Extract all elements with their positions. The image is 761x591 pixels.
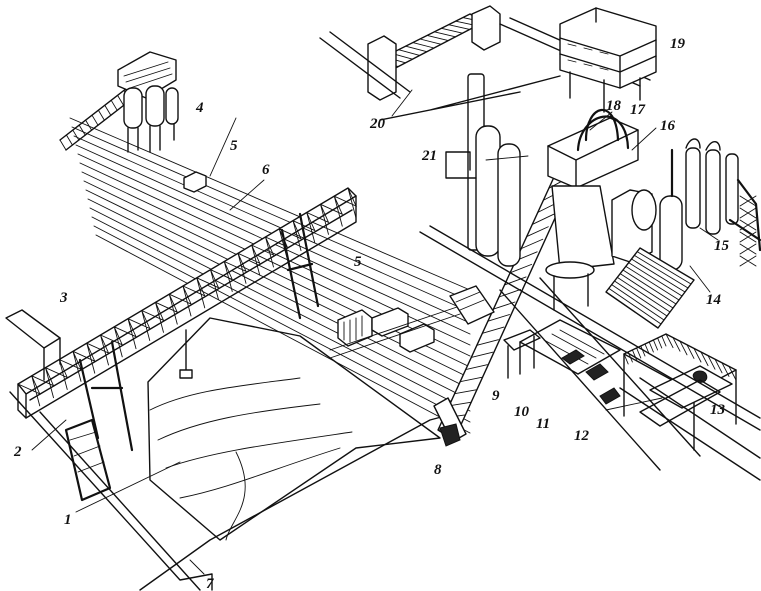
callout-19: 19: [670, 36, 686, 52]
callout-6: 6: [262, 162, 270, 178]
callout-leaders: [31, 89, 719, 575]
callout-17: 17: [630, 102, 646, 118]
small-rail-cart: [183, 171, 207, 193]
gantry-crane: [17, 187, 357, 452]
callout-3: 3: [59, 290, 68, 306]
callout-18: 18: [606, 98, 622, 114]
callout-15: 15: [714, 238, 730, 254]
callout-4: 4: [195, 100, 204, 116]
callout-11: 11: [536, 416, 550, 432]
callout-13: 13: [710, 402, 726, 418]
callout-1: 1: [64, 512, 72, 528]
rail-tracks: [69, 117, 471, 434]
clinker-cooler: [605, 247, 737, 451]
heat-exchangers: [659, 138, 761, 271]
callout-8: 8: [434, 462, 442, 478]
kiln-floor-equipment: [519, 319, 621, 405]
multi-storey-building: [559, 7, 657, 113]
callout-14: 14: [706, 292, 722, 308]
callout-5a: 5: [230, 138, 238, 154]
callout-21: 21: [421, 148, 437, 164]
crane-rail-support: [5, 309, 112, 502]
callout-10: 10: [514, 404, 530, 420]
callouts: 1 2 3 4 5 5 6 7 8 9 10 11 12 13 14 15 16…: [13, 36, 730, 591]
lower-right-tracks: [419, 225, 761, 481]
callout-5b: 5: [354, 254, 362, 270]
callout-20: 20: [369, 116, 386, 132]
callout-2: 2: [13, 444, 22, 460]
cement-silos: [59, 51, 179, 153]
upper-conveyor-gallery: [319, 5, 651, 121]
cyclone-towers: [445, 73, 521, 267]
kiln-tower: [545, 108, 657, 311]
callout-7: 7: [206, 576, 214, 591]
stockpile-yard: [9, 317, 461, 591]
rail-wagons: [329, 305, 461, 359]
callout-16: 16: [660, 118, 676, 134]
feeder-hopper: [449, 285, 541, 379]
callout-9: 9: [492, 388, 500, 404]
callout-12: 12: [574, 428, 590, 444]
